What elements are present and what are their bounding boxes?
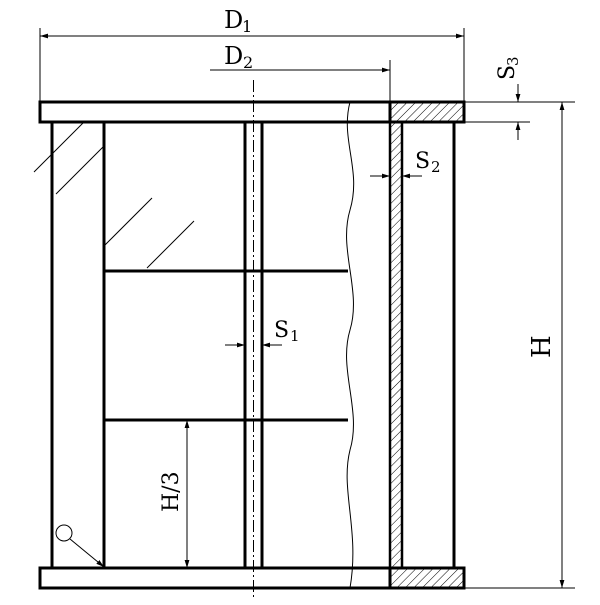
d1-label: D xyxy=(224,6,243,34)
s2-label: S xyxy=(415,149,430,174)
s1-label: S xyxy=(274,318,289,343)
dimension-s3: S 3 xyxy=(495,56,522,140)
dimension-s2: S 2 xyxy=(370,149,441,179)
shell-walls xyxy=(50,120,456,570)
callout-circle xyxy=(55,524,73,542)
dimension-s1: S 1 xyxy=(225,318,300,348)
h-label: H xyxy=(527,335,557,358)
top-flange xyxy=(38,100,466,124)
surface-strokes xyxy=(33,121,195,269)
dimension-d2: D 2 xyxy=(210,42,390,73)
d2-label: D xyxy=(224,42,243,70)
d1-subscript: 1 xyxy=(242,17,252,36)
d2-subscript: 2 xyxy=(243,53,253,72)
s1-subscript: 1 xyxy=(290,327,300,345)
s3-subscript: 3 xyxy=(504,56,522,66)
center-tube xyxy=(243,80,264,598)
s2-subscript: 2 xyxy=(431,158,441,176)
break-line xyxy=(346,101,355,589)
h3-label: H/3 xyxy=(159,471,184,512)
wall-section xyxy=(388,120,404,570)
dimension-h3: H/3 xyxy=(159,420,190,568)
leader-callout xyxy=(55,524,105,568)
dimension-h: H xyxy=(527,102,565,588)
shelves xyxy=(104,269,348,422)
bottom-flange xyxy=(38,566,466,590)
top-flange-view xyxy=(38,100,392,124)
bottom-flange-section xyxy=(388,566,466,590)
s3-label: S xyxy=(495,65,520,80)
bottom-flange-view xyxy=(38,566,392,590)
top-flange-section xyxy=(388,100,466,124)
dimension-d1: D 1 xyxy=(40,6,464,39)
extension-lines xyxy=(39,28,575,589)
